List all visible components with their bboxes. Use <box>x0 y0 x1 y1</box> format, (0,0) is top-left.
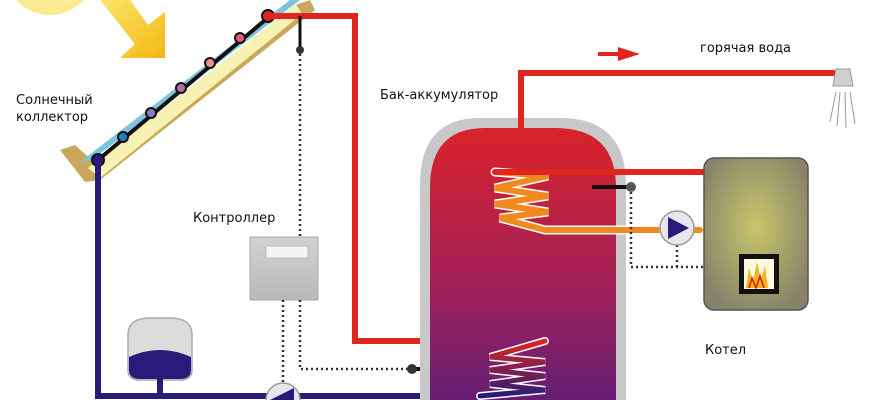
expansion-tank <box>127 317 193 396</box>
collector-label: Солнечный коллектор <box>16 92 93 126</box>
pump-icon[interactable] <box>265 382 301 400</box>
sunlight-arrow-icon <box>100 0 165 58</box>
fire-icon <box>746 262 768 291</box>
cold-pipe-loop <box>95 160 480 399</box>
controller-label: Контроллер <box>193 211 276 226</box>
lower-heat-exchanger-coil <box>476 337 549 400</box>
storage-tank <box>420 118 626 400</box>
collector-label-line2: коллектор <box>16 110 89 125</box>
hot-water-pipe <box>518 70 835 128</box>
flow-arrow-icon <box>598 47 640 61</box>
upper-heat-exchanger-coil <box>490 167 713 235</box>
collector-label-line1: Солнечный <box>16 93 93 108</box>
boiler <box>703 157 809 311</box>
solar-collector <box>60 0 315 182</box>
collector-sensor <box>296 46 304 54</box>
controller-box <box>249 236 319 301</box>
boiler-label: Котел <box>705 343 747 358</box>
hot-water-label: горячая вода <box>700 41 792 56</box>
tank-top-sensor <box>626 182 636 192</box>
pump-icon[interactable] <box>659 210 695 246</box>
tank-bottom-sensor <box>407 364 417 374</box>
sun-icon <box>16 0 84 15</box>
tank-label: Бак-аккумулятор <box>380 88 499 103</box>
shower-head-icon <box>829 68 856 129</box>
